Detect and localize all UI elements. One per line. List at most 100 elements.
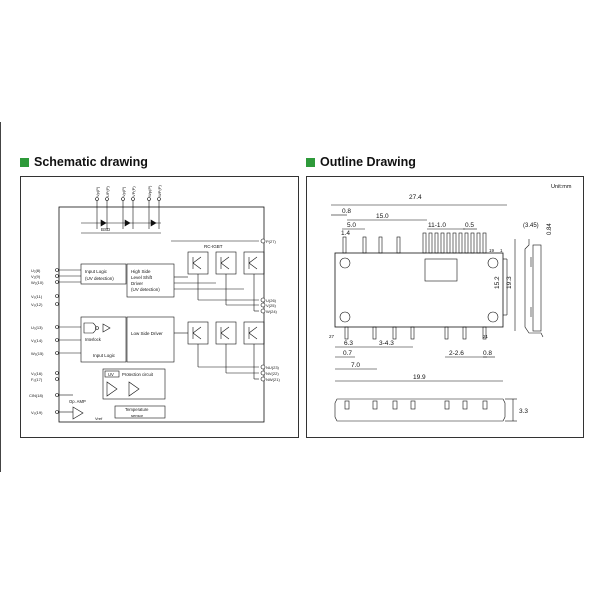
mount-hole: [339, 311, 351, 323]
top-leads: [342, 232, 487, 254]
right-pin-label: NV(22): [266, 371, 279, 376]
left-pin-label: W₃(15): [31, 351, 44, 356]
left-pin-label: V₀(11): [31, 294, 43, 299]
svg-text:Driver: Driver: [131, 281, 144, 286]
left-pin-label: V₀(19): [31, 410, 43, 415]
low-side-driver-block: [126, 316, 175, 363]
svg-text:(3.45): (3.45): [523, 223, 539, 229]
rc-igbt-label: RC-IGBT: [204, 244, 223, 249]
svg-text:19.3: 19.3: [506, 276, 513, 289]
svg-text:19.9: 19.9: [413, 374, 426, 381]
top-pin-label: Vp(P): [121, 186, 126, 197]
high-side-driver-block: [126, 263, 175, 298]
pin-number: 19: [489, 248, 495, 253]
mount-hole: [487, 311, 499, 323]
svg-text:Temperature: Temperature: [125, 407, 149, 412]
high-side-igbts: [187, 251, 265, 275]
right-pins: P(27) U(26) V(25) W(24) NU(23) NV(22) NW…: [266, 239, 280, 382]
svg-text:15.2: 15.2: [494, 276, 501, 289]
svg-text:Op. AMP: Op. AMP: [69, 399, 86, 404]
mount-hole: [339, 257, 351, 269]
side-view: (3.45) 0.84: [523, 223, 553, 338]
right-pin-label: NW(21): [266, 377, 280, 382]
svg-text:5.0: 5.0: [347, 222, 356, 229]
svg-text:UV: UV: [108, 372, 114, 377]
low-side-logic-block: [80, 316, 127, 363]
unit-label: Unit:mm: [551, 184, 572, 190]
svg-text:2-2.6: 2-2.6: [449, 350, 464, 357]
svg-text:Input Logic: Input Logic: [85, 269, 108, 274]
svg-text:1.4: 1.4: [341, 230, 350, 237]
svg-text:27.4: 27.4: [409, 194, 422, 201]
left-pin-label: U₂(8): [31, 268, 41, 273]
bootstrap-diodes: BSD: [81, 219, 161, 234]
package-body: [334, 252, 504, 328]
module-outline: [58, 206, 265, 423]
left-pin-label: W₂(10): [31, 280, 44, 285]
left-pin-label: V₀(16): [31, 371, 43, 376]
bsd-label: BSD: [101, 227, 111, 232]
left-pin-label: F₀(17): [31, 377, 43, 382]
side-dimensions: 15.2 19.3: [494, 239, 516, 331]
right-pin-label: W(24): [266, 309, 278, 314]
right-pin-label: U(26): [266, 298, 277, 303]
svg-text:Low Side Driver: Low Side Driver: [131, 331, 163, 336]
svg-text:0.8: 0.8: [342, 208, 351, 215]
schematic-panel: Vp(P) UP(P) Vp(P) VP(P) Wp(P) WP(P) BSD …: [20, 176, 299, 438]
low-side-igbts: [187, 321, 265, 345]
top-pin-label: Wp(P): [147, 185, 152, 197]
outline-panel: Unit:mm 27.4 0.8 15.0 5.0 11-1.0 0.5 1.4: [306, 176, 584, 438]
green-square-icon: [306, 158, 315, 167]
svg-text:0.7: 0.7: [343, 350, 352, 357]
svg-text:3-4.3: 3-4.3: [379, 340, 394, 347]
top-view: 19 1 27 21: [329, 232, 504, 340]
top-pin-label: UP(P): [105, 185, 110, 197]
svg-text:(UV detection): (UV detection): [85, 276, 114, 281]
protection-block: [102, 368, 166, 400]
top-pins: Vp(P) UP(P) Vp(P) VP(P) Wp(P) WP(P): [95, 185, 162, 229]
bottom-leads: [344, 326, 487, 340]
outline-drawing: Unit:mm 27.4 0.8 15.0 5.0 11-1.0 0.5 1.4: [329, 184, 572, 422]
left-pin-label: CIN(18): [29, 393, 44, 398]
op-amp-symbol: [72, 406, 84, 420]
front-view: 3.3: [334, 398, 528, 422]
svg-text:Interlock: Interlock: [85, 337, 102, 342]
label-area: [424, 258, 458, 282]
right-pin-label: NU(23): [266, 365, 280, 370]
pin-number: 1: [500, 248, 503, 253]
left-pin-label: V₃(14): [31, 338, 43, 343]
margin-rule: [0, 122, 1, 472]
input-logic-hs-block: [80, 263, 127, 285]
svg-text:3.3: 3.3: [519, 408, 528, 415]
mount-hole: [487, 257, 499, 269]
svg-text:7.0: 7.0: [351, 362, 360, 369]
green-square-icon: [20, 158, 29, 167]
svg-text:(UV detection): (UV detection): [131, 287, 160, 292]
temperature-sensor-block: [114, 405, 166, 419]
svg-text:Input Logic: Input Logic: [93, 353, 116, 358]
schematic-title: Schematic drawing: [20, 155, 148, 169]
schematic-diagram: Vp(P) UP(P) Vp(P) VP(P) Wp(P) WP(P) BSD …: [29, 185, 280, 423]
top-pin-label: WP(P): [157, 185, 162, 197]
top-pin-label: Vp(P): [95, 186, 100, 197]
right-pin-label: P(27): [266, 239, 276, 244]
svg-text:11-1.0: 11-1.0: [428, 222, 446, 229]
svg-text:Protection circuit: Protection circuit: [122, 372, 154, 377]
svg-text:15.0: 15.0: [376, 213, 389, 220]
svg-text:0.84: 0.84: [547, 223, 553, 235]
left-pins: U₂(8) V₂(9) W₂(10) V₀(11) V₀(12) U₃(13) …: [29, 268, 81, 415]
outline-title: Outline Drawing: [306, 155, 416, 169]
left-pin-label: V₀(12): [31, 302, 43, 307]
top-dimensions: 27.4 0.8 15.0 5.0 11-1.0 0.5 1.4: [331, 194, 507, 237]
pin-terminal: [260, 238, 266, 244]
svg-text:6.3: 6.3: [344, 340, 353, 347]
bottom-dimensions: 6.3 3-4.3 0.7 2-2.6 0.8 7.0 19.9: [335, 340, 503, 382]
svg-text:sensor: sensor: [131, 413, 144, 418]
svg-text:Level Shift: Level Shift: [131, 275, 153, 280]
svg-text:0.5: 0.5: [465, 222, 474, 229]
left-pin-label: U₃(13): [31, 325, 43, 330]
right-pin-label: V(25): [266, 303, 276, 308]
svg-text:Vref: Vref: [95, 416, 103, 421]
top-pin-label: VP(P): [131, 186, 136, 197]
